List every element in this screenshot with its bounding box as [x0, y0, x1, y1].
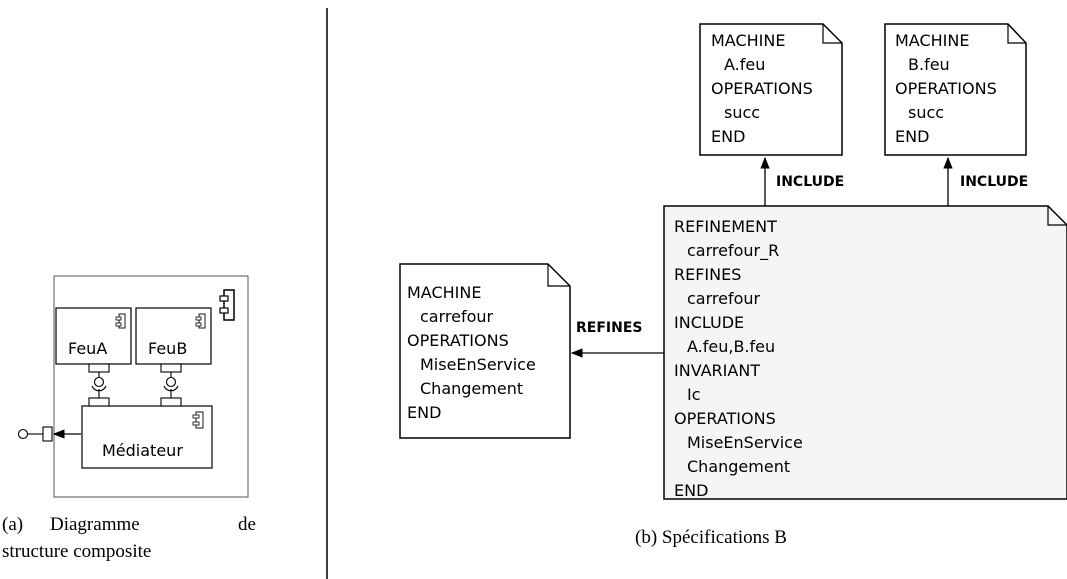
- note-line: INVARIANT: [674, 361, 760, 380]
- feuB-label: FeuB: [148, 339, 187, 358]
- component-mediateur: Médiateur: [81, 405, 213, 469]
- note-line: A.feu: [724, 55, 765, 74]
- feuA-label: FeuA: [68, 339, 107, 358]
- external-port: [17, 426, 81, 442]
- note-line: carrefour_R: [687, 241, 779, 261]
- note-line: REFINES: [674, 265, 741, 284]
- component-icon: [192, 411, 204, 429]
- note-line: MiseEnService: [420, 355, 536, 374]
- caption-b: (b) Spécifications B: [635, 527, 787, 548]
- note-line: Ic: [687, 385, 701, 404]
- refines-label: REFINES: [576, 320, 642, 336]
- refinement-carrefour-r-note: REFINEMENT carrefour_R REFINES carrefourINC…: [663, 205, 1067, 500]
- note-line: MACHINE: [407, 283, 481, 302]
- note-line: A.feu,B.feu: [687, 337, 775, 356]
- composite-structure-diagram: FeuA FeuB Médiateur: [2, 275, 256, 562]
- note-line: MACHINE: [711, 31, 785, 50]
- caption-a-line2: structure composite: [2, 541, 151, 562]
- note-line: Changement: [420, 379, 523, 398]
- assembly-connector-a: [88, 363, 110, 407]
- note-line: END: [674, 481, 708, 500]
- note-line: OPERATIONS: [711, 79, 813, 98]
- caption-a-word2: de: [238, 514, 256, 535]
- include-label-b: INCLUDE: [960, 174, 1028, 190]
- mediateur-label: Médiateur: [102, 441, 183, 460]
- note-line: END: [895, 127, 929, 146]
- note-line: OPERATIONS: [407, 331, 509, 350]
- include-label-a: INCLUDE: [776, 174, 844, 190]
- note-line: INCLUDE: [674, 313, 744, 332]
- caption-a-word1: Diagramme: [50, 514, 140, 535]
- note-line: Changement: [687, 457, 790, 476]
- note-line: END: [711, 127, 745, 146]
- caption-a-label: (a): [2, 514, 23, 535]
- note-line: succ: [724, 103, 760, 122]
- note-line: carrefour: [420, 307, 494, 326]
- note-line: MACHINE: [895, 31, 969, 50]
- note-line: OPERATIONS: [895, 79, 997, 98]
- component-feuA: FeuA: [55, 307, 132, 365]
- note-line: OPERATIONS: [674, 409, 776, 428]
- note-line: END: [407, 403, 441, 422]
- note-line: succ: [908, 103, 944, 122]
- component-feuB: FeuB: [135, 307, 212, 365]
- note-line: carrefour: [687, 289, 761, 308]
- component-icon: [115, 313, 126, 329]
- note-line: B.feu: [908, 55, 950, 74]
- note-line: MiseEnService: [687, 433, 803, 452]
- note-text-block: REFINEMENT carrefour_R REFINES carrefourINC…: [674, 217, 803, 500]
- component-icon: [195, 313, 206, 329]
- assembly-connector-b: [160, 363, 182, 407]
- note-line: REFINEMENT: [674, 217, 777, 236]
- outer-component-icon: [219, 289, 235, 321]
